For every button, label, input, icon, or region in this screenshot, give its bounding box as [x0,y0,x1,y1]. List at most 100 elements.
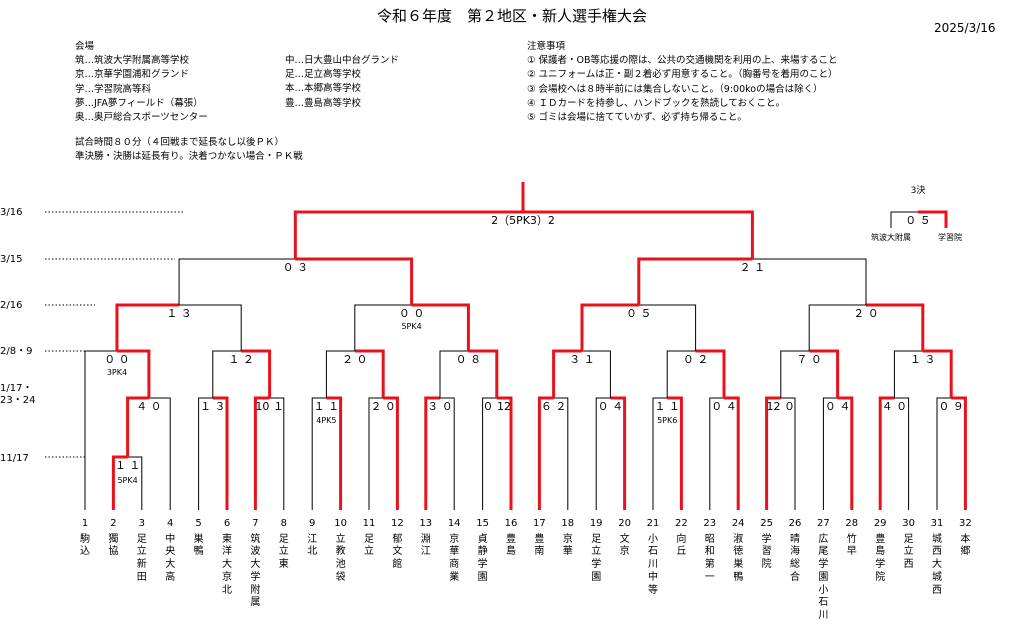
team-name: 中央大高 [165,533,176,583]
team-number: 1 [81,518,89,529]
team-number: 22 [675,518,688,529]
match-rule: 準決勝・決勝は延長有り。決着つかない場合・ＰＫ戦 [75,151,303,163]
team-name: 広尾学園小石川 [818,533,829,621]
venue-item: 学…学習院高等科 [75,83,152,95]
team-number: 17 [533,518,546,529]
round-date-label: 3/15 [0,254,22,265]
team-name: 獨協 [108,533,119,558]
r32-match [879,397,910,510]
r16-match-winner-path [695,349,726,398]
r32-match [127,397,171,510]
team-name: 豊島 [506,533,516,558]
r32-match-winner-path [878,396,895,510]
r32-match-score: ３ ０ [427,400,453,413]
team-name: 本郷 [960,533,971,558]
r32-match-winner-path [496,396,513,510]
team-number: 14 [447,518,461,529]
r32-match-winner-path [537,396,554,510]
report-date: 2025/3/16 [934,21,996,35]
team-number: 24 [731,518,745,529]
pk-note: 5PK4 [117,476,137,485]
r32-match [936,397,966,510]
venue-item: 京…京華学園浦和グランド [75,69,190,81]
team-name: 淵江 [420,533,431,558]
r32-match-score: ２ ０ [370,400,396,413]
r32-match-winner-path [667,396,683,510]
r16-match-winner-path [354,349,385,398]
team-name: 足立西 [903,533,914,571]
round-date-label: 11/17 [0,453,29,464]
team-number: 26 [788,518,802,529]
r16-match-score: １ ２ [228,353,254,366]
team-name: 筑波大学附属 [250,533,261,609]
qf-match-winner-path [580,303,639,351]
team-number: 20 [618,518,631,529]
pk-note: 5PK6 [657,416,677,425]
team-name: 立教池袋 [335,533,346,583]
venue-list-left: 会場 筑…筑波大学附属高等学校 京…京華学園浦和グランド 学…学習院高等科 夢…… [75,40,208,125]
notice-item: ① 保護者・OB等応援の際は、公共の交通機関を利用の上、来場すること [527,55,838,67]
r16-match-score: ７ ０ [796,353,822,366]
notice-item: ③ 会場校へは８時半前には集合しないこと。（9:00koの場合は除く） [527,83,823,95]
team-name: 文京 [619,533,630,558]
team-number: 21 [646,518,660,529]
team-name: 向丘 [676,533,687,558]
r32-match-score: ４ ０ [136,400,162,413]
team-entry: 16 豊島 [504,518,518,559]
team-number: 28 [845,518,859,529]
team-number: 5 [195,518,202,529]
r32-match [425,397,455,510]
team-number: 18 [561,518,575,529]
team-number: 19 [589,518,603,529]
r32-match-score: １ １ [654,400,680,413]
notice-item: ② ユニフォームは正・副２着必ず用意すること。（胸番号を着用のこと） [527,69,838,81]
team-number: 16 [504,518,518,529]
r16-match-winner-path [552,349,582,398]
r32-match-winner-path [253,396,270,510]
qf-match-score: １ ３ [166,307,192,320]
team-name: 郁文館 [392,533,403,571]
r32-match-score: ０ ９ [938,400,964,413]
venue-item: 奥…奥戸総合スポーツセンター [75,112,208,124]
pk-note: 3PK4 [107,368,127,377]
r32-match-winner-path [424,396,440,510]
team-name: 城西大城西 [932,533,942,596]
match-rule: 試合時間８０分（４回戦まで延長なし以後ＰＫ） [75,137,285,148]
venue-item: 中…日大豊山中台グランド [285,55,400,66]
r32-match [368,397,398,510]
venue-item: 足…足立高等学校 [285,69,362,81]
team-name: 豊南 [534,533,545,558]
team-number: 6 [223,518,231,529]
venue-item: 筑…筑波大学附属高等学校 [75,55,190,67]
team-number: 8 [280,518,287,529]
qf-match-winner-path [115,303,180,351]
r32-match [652,397,682,510]
r32-match [709,397,739,510]
team-number: 15 [476,518,489,529]
venue-item: 夢…JFA夢フィールド（幕張） [75,97,203,109]
final-score: 2（5PK3）2 [491,214,555,227]
team-name: 巣鴨 [193,533,204,558]
team-number: 23 [703,518,717,529]
notice-item: ④ ＩＤカードを持参し、ハンドブックを熟読しておくこと。 [527,97,785,109]
team-entry: 15 貞静学園 [476,518,490,585]
third-place-winner-path [918,210,948,228]
sf-match-score: ２ １ [740,261,766,274]
venue-heading: 会場 [75,41,95,52]
r16-match-score: ２ ０ [342,353,368,366]
round-date-label: 3/16 [0,207,22,218]
team-name: 晴海総合 [790,533,800,583]
team-name: 貞静学園 [477,533,488,583]
round-date-label: 23・24 [0,395,35,406]
r32-match-score: ４ ０ [882,400,908,413]
